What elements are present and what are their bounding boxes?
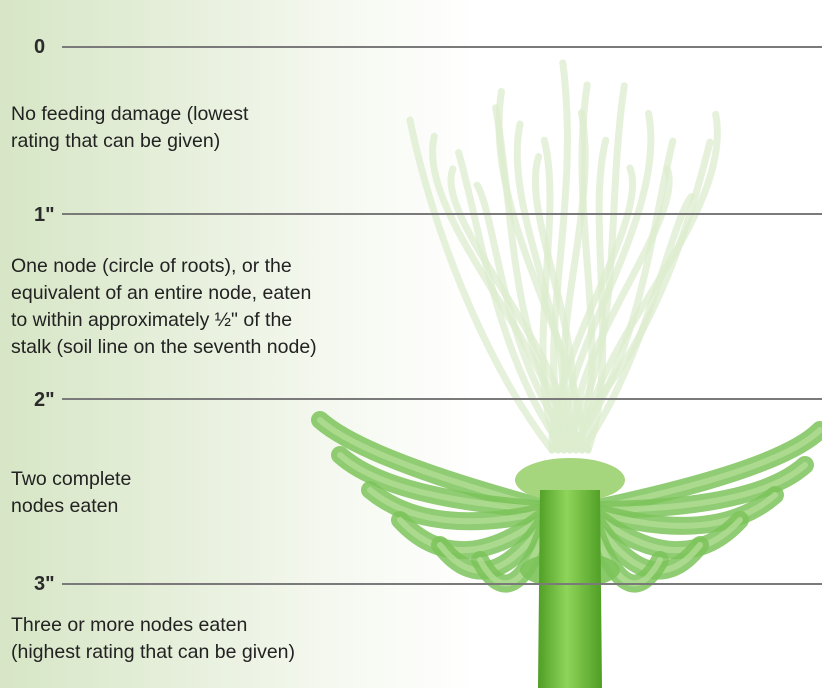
level-description-3: Three or more nodes eaten (highest ratin… [11, 612, 295, 666]
level-description-1: One node (circle of roots), or the equiv… [11, 253, 317, 361]
upper-root [566, 137, 677, 454]
upper-root [548, 164, 636, 454]
upper-root [578, 193, 695, 454]
upper-root [548, 138, 714, 454]
description-line: One node (circle of roots), or the [11, 255, 292, 277]
lower-root-highlight [585, 427, 822, 513]
description-line: Three or more nodes eaten [11, 614, 248, 636]
level-label-3: 3" [34, 573, 55, 595]
description-line: equivalent of an entire node, eaten [11, 282, 312, 304]
lower-root-highlight [337, 452, 555, 513]
description-line: No feeding damage (lowest [11, 103, 249, 125]
description-line: to within approximately ½" of the [11, 309, 293, 331]
description-line: nodes eaten [11, 495, 119, 517]
level-description-0: No feeding damage (lowest rating that ca… [11, 101, 248, 155]
description-line: rating that can be given) [11, 130, 221, 152]
description-line: (highest rating that can be given) [11, 641, 296, 663]
stalk [538, 490, 602, 688]
upper-root [539, 136, 562, 454]
scale-line-3 [62, 583, 822, 585]
lower-root-highlight [585, 462, 808, 513]
scale-line-2 [62, 398, 822, 400]
upper-root [406, 116, 556, 454]
upper-root [455, 149, 568, 454]
level-label-1: 1" [34, 204, 55, 226]
scale-line-0 [62, 46, 822, 48]
upper-root [559, 109, 655, 454]
level-label-2: 2" [34, 389, 55, 411]
lower-root-highlight [367, 487, 555, 525]
level-label-0: 0 [34, 36, 46, 58]
upper-root [571, 165, 673, 454]
description-line: stalk (soil line on the seventh node) [11, 336, 317, 358]
level-description-2: Two complete nodes eaten [11, 466, 131, 520]
scale-line-1 [62, 213, 822, 215]
lower-root-highlight [585, 492, 778, 529]
description-line: Two complete [11, 468, 132, 490]
